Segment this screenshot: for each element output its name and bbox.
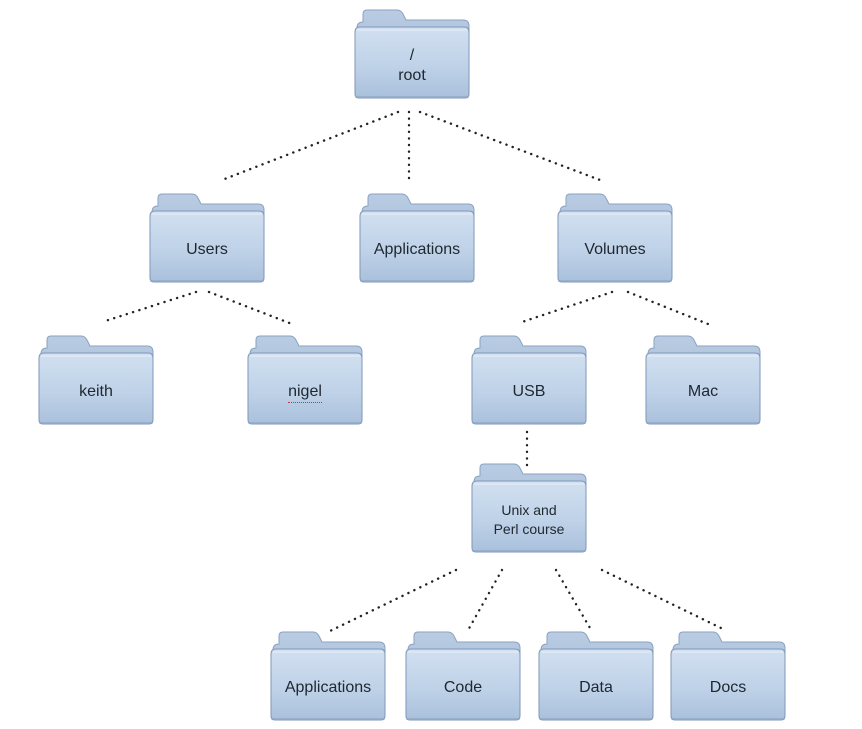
connector-users-nigel — [207, 290, 294, 326]
folder-label: Mac — [687, 383, 719, 400]
folder-unix-perl-course[interactable]: Unix and Perl course — [470, 462, 588, 554]
folder-users[interactable]: Users — [148, 192, 266, 284]
folder-data[interactable]: Data — [537, 630, 655, 722]
connector-course-data — [554, 568, 592, 630]
folder-label: Volumes — [584, 241, 646, 258]
folder-label: Code — [443, 679, 483, 696]
folder-applications[interactable]: Applications — [358, 192, 476, 284]
connector-course-docs — [600, 568, 727, 632]
connector-root-volumes — [418, 110, 602, 182]
folder-label: Unix and — [501, 502, 557, 518]
connector-course-code — [465, 568, 504, 634]
connector-root-users — [220, 110, 400, 182]
folder-root[interactable]: / root — [353, 8, 471, 100]
folder-label: keith — [79, 383, 113, 400]
folder-label-line2: Perl course — [493, 521, 565, 537]
folder-nigel[interactable]: nigel — [246, 334, 364, 426]
folder-label: / — [409, 47, 415, 64]
folder-label: USB — [512, 383, 546, 400]
folder-label: Applications — [284, 679, 372, 696]
folder-label-line2: root — [398, 67, 426, 84]
folder-label: Data — [579, 679, 613, 696]
connector-volumes-mac — [626, 290, 710, 326]
folder-code[interactable]: Code — [404, 630, 522, 722]
folder-volumes[interactable]: Volumes — [556, 192, 674, 284]
folder-label: Users — [186, 241, 228, 258]
folder-label: Docs — [709, 679, 747, 696]
folder-course-applications[interactable]: Applications — [269, 630, 387, 722]
connector-volumes-usb — [520, 290, 614, 324]
folder-label: Applications — [373, 241, 461, 258]
folder-docs[interactable]: Docs — [669, 630, 787, 722]
folder-mac[interactable]: Mac — [644, 334, 762, 426]
connector-course-applications — [326, 568, 458, 634]
folder-label: nigel — [288, 382, 322, 403]
folder-keith[interactable]: keith — [37, 334, 155, 426]
connector-users-keith — [100, 290, 198, 324]
folder-usb[interactable]: USB — [470, 334, 588, 426]
